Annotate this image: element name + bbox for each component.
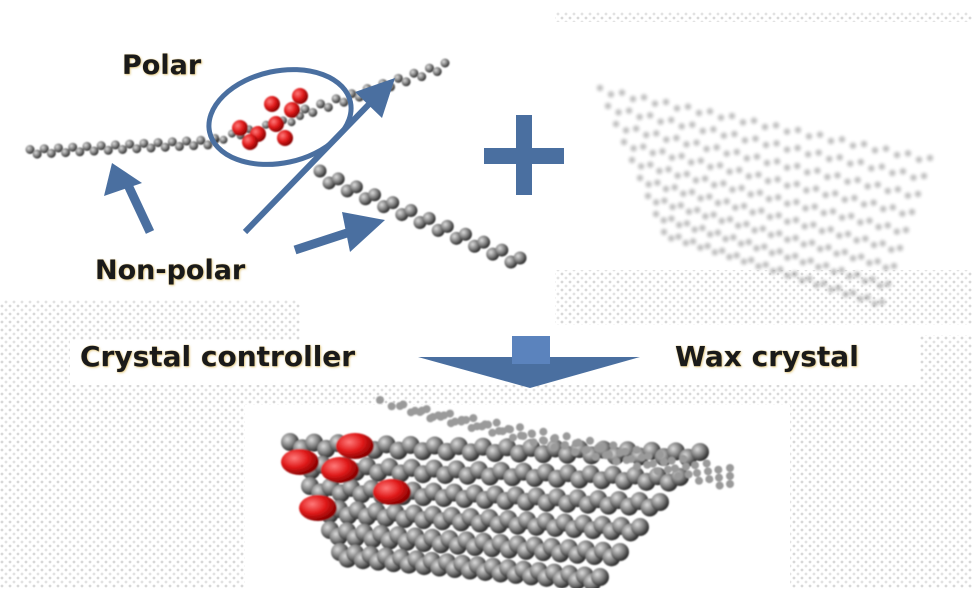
non-polar-label: Non-polar [95, 255, 246, 286]
polar-group-highlight [206, 67, 354, 167]
background-texture [0, 12, 972, 588]
polar-label: Polar [122, 50, 202, 81]
crystal-controller-label: Crystal controller [80, 340, 356, 373]
down-arrow-icon [418, 336, 640, 388]
plus-icon [484, 115, 564, 195]
wax-crystal-label: Wax crystal [675, 340, 859, 373]
pointer-arrows [104, 78, 395, 255]
wax-crystal-image [596, 84, 934, 307]
resulting-crystal-image [281, 396, 734, 592]
